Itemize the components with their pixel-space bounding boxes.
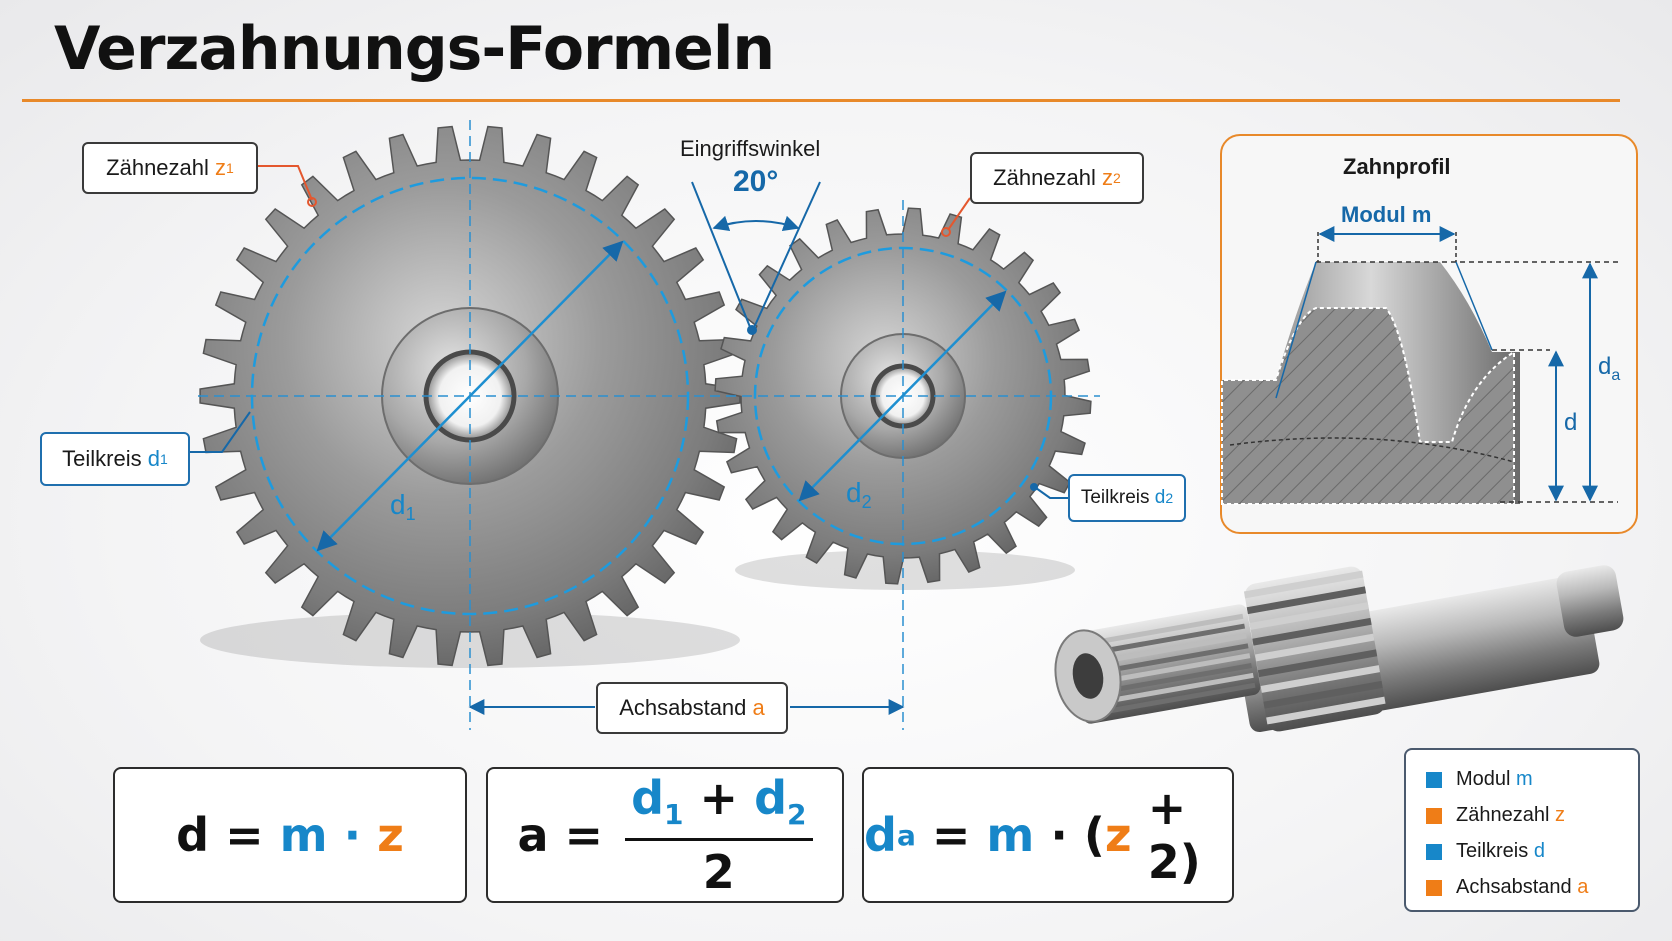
diameter-arrow-d2 [798, 290, 1007, 502]
shaft-spline [1098, 633, 1247, 665]
shaft-spline [1094, 613, 1244, 645]
formula-pitch-diameter: d = m · z [113, 767, 467, 903]
tooth-profile-panel [1220, 134, 1638, 534]
legend-item-pitch-circle: Teilkreis d [1426, 840, 1545, 863]
pitch-point [747, 325, 757, 335]
pressure-line-right [751, 181, 821, 333]
pinion-tooth [1263, 680, 1383, 709]
pressure-angle-arc [712, 215, 800, 232]
pitch-circle-1 [250, 176, 690, 616]
pinion-tooth [1257, 649, 1378, 678]
leader-d2 [1035, 487, 1068, 499]
pressure-angle-value: 20° [733, 165, 779, 198]
pinion-tooth [1246, 586, 1367, 615]
pinion-tooth [1243, 570, 1364, 599]
shaft-spline [1105, 672, 1254, 704]
title-divider [22, 99, 1620, 102]
pitch-circle-2 [753, 246, 1053, 546]
spline-shaft [1054, 565, 1624, 733]
label-center-distance: Achsabstand a [596, 682, 788, 734]
leader-z1 [256, 165, 313, 201]
legend: Modul m Zähnezahl z Teilkreis d Achsabst… [1404, 748, 1640, 912]
shaft-spline [1103, 663, 1253, 694]
shaft-spline [1096, 623, 1246, 655]
shaft-spline [1106, 682, 1256, 714]
diameter-label-d2: d2 [846, 477, 872, 512]
pinion-tooth [1260, 665, 1380, 693]
formula-center-distance: a = d1 + d2 2 [486, 767, 844, 903]
legend-item-module: Modul m [1426, 768, 1533, 791]
pinion-tooth [1249, 602, 1369, 630]
legend-item-center-distance: Achsabstand a [1426, 876, 1588, 899]
shaft-spline [1101, 653, 1251, 685]
fraction: d1 + d2 2 [625, 775, 813, 895]
shaft-spline [1099, 643, 1249, 675]
legend-item-teeth: Zähnezahl z [1426, 804, 1565, 827]
leader-z2 [947, 197, 971, 231]
pressure-angle-title: Eingriffswinkel [680, 136, 821, 161]
gear2-shadow [735, 550, 1075, 590]
pinion-tooth [1266, 696, 1386, 725]
diameter-label-d1: d1 [390, 489, 416, 524]
pinion-tooth [1255, 633, 1375, 662]
leader-d1 [188, 411, 251, 453]
tooth-profile-title: Zahnprofil [1343, 154, 1451, 179]
pressure-line-left [691, 181, 753, 333]
diameter-arrow-d1 [316, 240, 624, 552]
pinion-tooth [1252, 617, 1372, 646]
page-title: Verzahnungs-Formeln [54, 14, 775, 84]
